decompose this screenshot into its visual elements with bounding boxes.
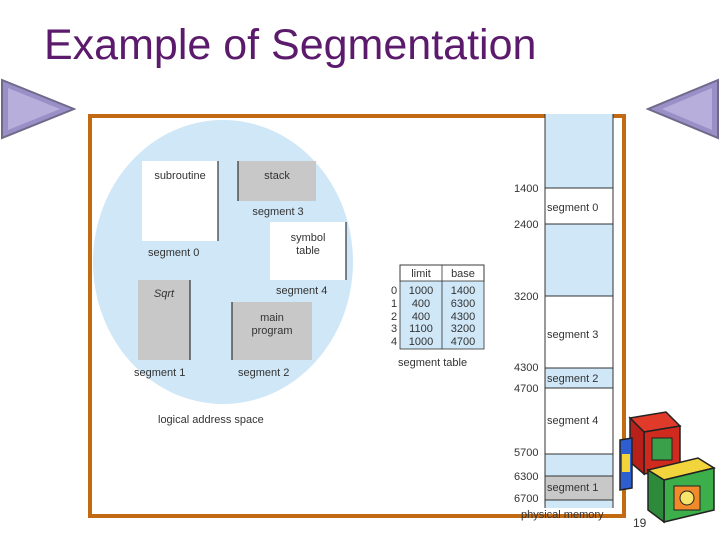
row-index: 0 xyxy=(391,285,397,297)
row-base: 4700 xyxy=(451,336,475,348)
physical-segment-2-block xyxy=(545,368,613,388)
segment-table: limit base 0 1000 1400 1 400 6300 2 400 … xyxy=(391,264,485,369)
sqrt-label: Sqrt xyxy=(154,288,175,300)
row-limit: 400 xyxy=(412,311,430,323)
table-row: 3 1100 3200 xyxy=(391,323,475,335)
row-index: 2 xyxy=(391,311,397,323)
logical-segment-3-label: segment 3 xyxy=(252,206,303,218)
symbol-label-line2: table xyxy=(296,245,320,257)
main-label-line2: program xyxy=(252,325,293,337)
logical-segment-0-label: segment 0 xyxy=(148,247,199,259)
row-limit: 1000 xyxy=(409,336,433,348)
logical-segment-4-label: segment 4 xyxy=(276,285,327,297)
physical-segment-3-block xyxy=(545,296,613,368)
main-label-line1: main xyxy=(260,312,284,324)
next-slide-arrow-icon[interactable] xyxy=(646,78,720,140)
address-label: 5700 xyxy=(514,447,538,459)
symbol-label-line1: symbol xyxy=(291,232,326,244)
row-base: 1400 xyxy=(451,285,475,297)
physical-segment-0-block xyxy=(545,188,613,224)
logical-address-space-caption: logical address space xyxy=(158,414,264,426)
physical-segment-2-label: segment 2 xyxy=(547,373,598,385)
physical-segment-1-label: segment 1 xyxy=(547,482,598,494)
physical-segment-1-block xyxy=(545,476,613,500)
segment-table-header-base: base xyxy=(451,268,475,280)
physical-segment-0-label: segment 0 xyxy=(547,202,598,214)
toy-blocks-clipart-icon xyxy=(619,411,716,524)
row-limit: 1000 xyxy=(409,285,433,297)
symbol-table-box: symbol table xyxy=(270,222,347,280)
address-label: 4300 xyxy=(514,362,538,374)
row-index: 3 xyxy=(391,323,397,335)
address-label: 2400 xyxy=(514,219,538,231)
row-index: 1 xyxy=(391,298,397,310)
address-label: 6700 xyxy=(514,493,538,505)
row-limit: 400 xyxy=(412,298,430,310)
address-label: 3200 xyxy=(514,291,538,303)
physical-segment-4-block xyxy=(545,388,613,454)
previous-slide-arrow-icon[interactable] xyxy=(0,78,76,140)
row-base: 6300 xyxy=(451,298,475,310)
segment-table-caption: segment table xyxy=(398,357,467,369)
segment-table-header-limit: limit xyxy=(411,268,431,280)
slide-title: Example of Segmentation xyxy=(44,21,537,69)
address-label: 1400 xyxy=(514,183,538,195)
table-row: 2 400 4300 xyxy=(391,311,475,323)
row-index: 4 xyxy=(391,336,397,348)
row-base: 4300 xyxy=(451,311,475,323)
stack-label: stack xyxy=(264,170,290,182)
address-label: 4700 xyxy=(514,383,538,395)
row-base: 3200 xyxy=(451,323,475,335)
logical-segment-2-label: segment 2 xyxy=(238,367,289,379)
physical-memory: 1400 2400 3200 4300 4700 5700 6300 6700 … xyxy=(514,114,614,521)
main-program-box: main program xyxy=(231,302,312,360)
table-row: 4 1000 4700 xyxy=(391,336,475,348)
sqrt-box: Sqrt xyxy=(138,280,191,360)
page-number: 19 xyxy=(633,516,647,530)
table-row: 0 1000 1400 xyxy=(391,285,475,297)
physical-memory-caption: physical memory xyxy=(521,509,604,521)
address-label: 6300 xyxy=(514,471,538,483)
physical-segment-3-label: segment 3 xyxy=(547,329,598,341)
physical-segment-4-label: segment 4 xyxy=(547,415,598,427)
subroutine-box: subroutine xyxy=(142,161,219,241)
segmentation-diagram: subroutine stack segment 3 symbol table … xyxy=(93,114,614,521)
stack-box: stack xyxy=(237,161,316,201)
table-row: 1 400 6300 xyxy=(391,298,475,310)
subroutine-label: subroutine xyxy=(154,170,205,182)
logical-segment-1-label: segment 1 xyxy=(134,367,185,379)
row-limit: 1100 xyxy=(409,323,433,335)
